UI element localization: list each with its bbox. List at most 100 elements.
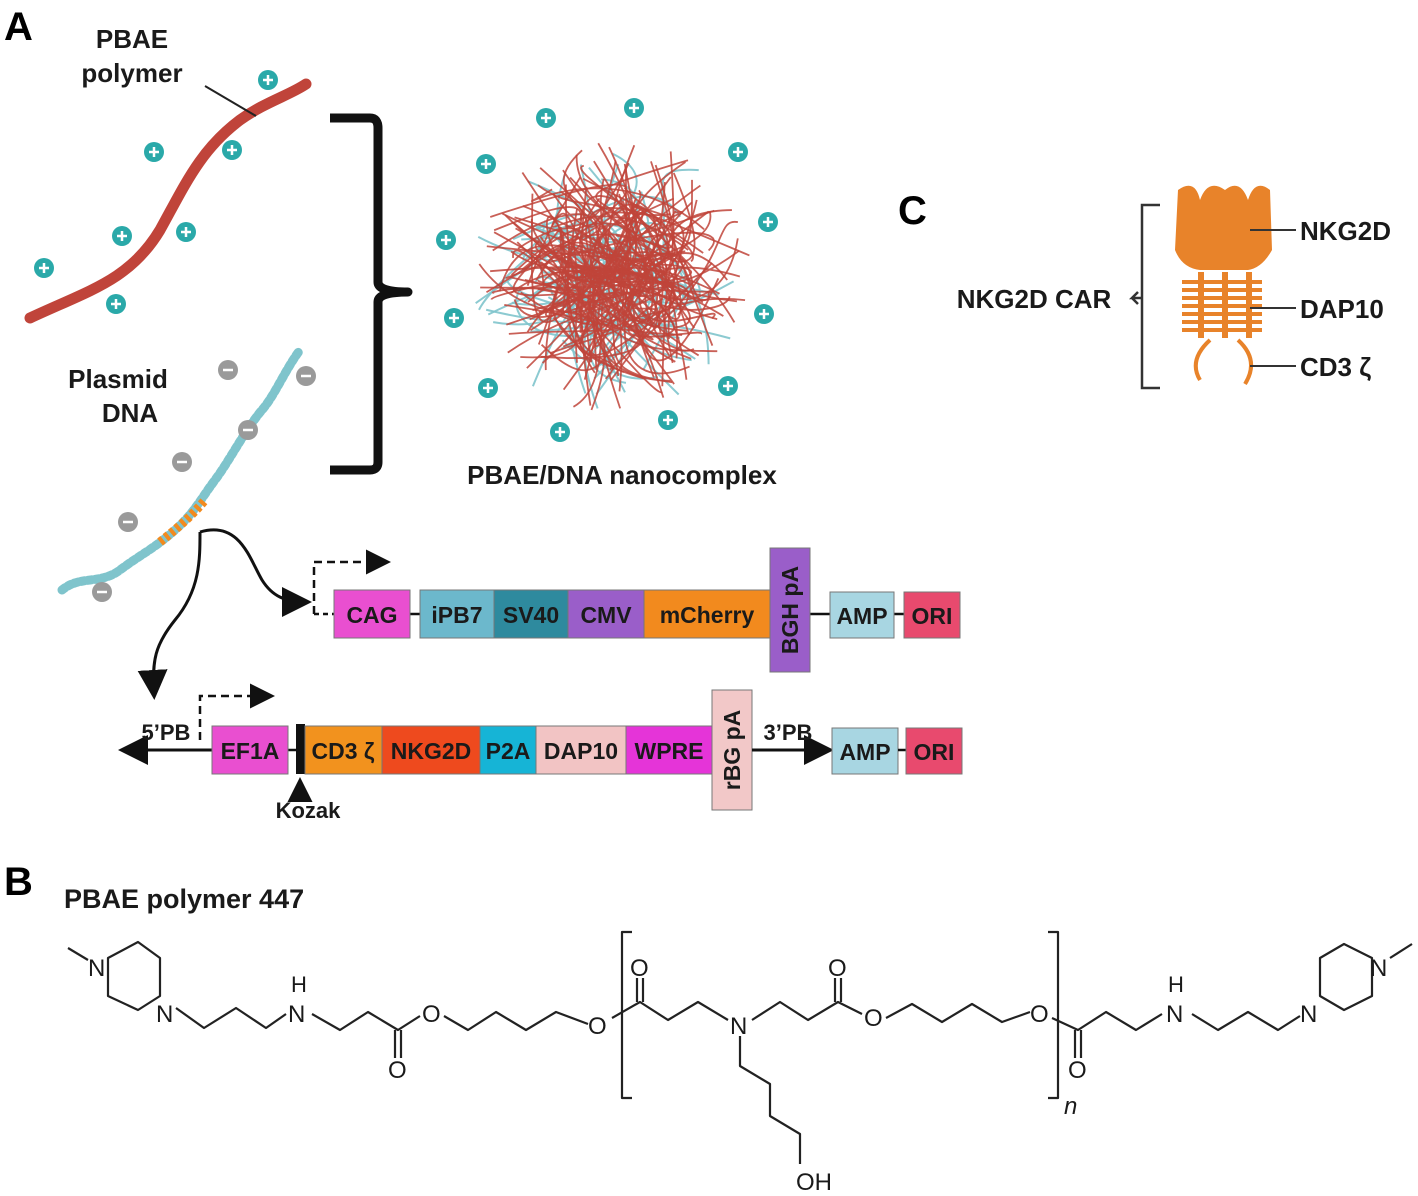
block-wpre: WPRE — [625, 725, 713, 775]
polymer-label-line2: polymer — [81, 58, 182, 88]
positive-charge-icon — [478, 378, 498, 398]
block-ipb7-label: iPB7 — [431, 602, 482, 628]
negative-charge-icon — [92, 582, 112, 602]
panel-c-letter: C — [898, 189, 927, 233]
bond-methyl-left — [67, 947, 89, 961]
plasmid-dna-helix — [57, 345, 305, 595]
polymer-strand-path — [565, 163, 630, 228]
positive-charge-icon — [176, 222, 196, 242]
block-cmv: CMV — [567, 589, 645, 639]
construct2: 5’PB Kozak EF1A CD3 ζ NKG2D P2A DAP10 WP… — [118, 683, 963, 823]
plasmid-label-line1: Plasmid — [68, 364, 168, 394]
nanocomplex-label: PBAE/DNA nanocomplex — [467, 460, 777, 490]
block-amp-1-label: AMP — [836, 603, 887, 629]
atom-o-3: O — [588, 1013, 607, 1040]
dap10-stalk — [1198, 272, 1204, 338]
nkg2d-domain-shape — [1175, 185, 1272, 270]
negative-charge-group — [92, 360, 316, 602]
atom-n-2: N — [156, 1001, 173, 1028]
positive-charge-icon — [222, 140, 242, 160]
block-nkg2d: NKG2D — [381, 725, 481, 775]
polymer-strand-path — [628, 179, 693, 287]
block-sv40-label: SV40 — [503, 602, 559, 628]
polymer-strand-path — [568, 262, 713, 357]
atom-h-2: H — [1168, 972, 1184, 997]
negative-charge-icon — [296, 366, 316, 386]
block-cd3z-label: CD3 ζ — [312, 738, 375, 764]
block-ipb7: iPB7 — [419, 589, 495, 639]
block-sv40: SV40 — [493, 589, 569, 639]
block-amp-2: AMP — [831, 727, 899, 775]
repeat-bracket-left — [620, 930, 632, 1100]
polymer-strand-path — [492, 193, 597, 252]
polymer-strand-path — [638, 220, 739, 344]
panel-b-title: PBAE polymer 447 — [64, 884, 304, 914]
piperazine-ring-right — [1318, 942, 1374, 1012]
polymer-strand-path — [630, 261, 687, 311]
chain-left-ester — [311, 1010, 421, 1032]
dap10-stalk — [1246, 272, 1252, 338]
polymer-label-pointer — [204, 85, 257, 117]
block-ef1a: EF1A — [211, 725, 289, 775]
plasmid-insert-segment — [157, 497, 209, 546]
block-cag: CAG — [333, 589, 411, 639]
polymer-strand-path — [537, 261, 654, 341]
atom-o-5: O — [828, 955, 847, 982]
positive-charge-icon — [112, 226, 132, 246]
chain-repeat-3 — [885, 1002, 1031, 1024]
positive-charge-group — [34, 70, 278, 314]
atom-n-3: N — [288, 1001, 305, 1028]
polymer-strand-path — [595, 211, 671, 325]
polymer-strand-path — [530, 187, 705, 230]
block-wpre-label: WPRE — [635, 738, 704, 764]
block-ori-2-label: ORI — [914, 739, 955, 765]
positive-charge-icon — [536, 108, 556, 128]
pbae-structure: N N H N O O O O N O O O O n H N N N OH — [67, 930, 1413, 1196]
atom-o-8: O — [1068, 1057, 1087, 1084]
dap10-stalk — [1222, 272, 1228, 338]
chain-right-amine — [1191, 1010, 1301, 1032]
block-bgh-pa-label: BGH pA — [777, 566, 803, 654]
atom-n-7: N — [1370, 955, 1387, 982]
arrow-to-construct2 — [137, 531, 202, 700]
side-chain-hydroxybutyl — [738, 1036, 802, 1164]
atom-n-6: N — [1300, 1001, 1317, 1028]
polymer-strand-path — [612, 249, 675, 324]
atom-o-2: O — [422, 1001, 441, 1028]
polymer-strand-path — [540, 287, 644, 371]
car-label: NKG2D CAR — [957, 284, 1112, 314]
polymer-strand-path — [582, 223, 692, 360]
construct1-promoter-arrow — [312, 549, 391, 614]
block-bgh-pa: BGH pA — [769, 547, 811, 673]
block-mcherry-label: mCherry — [660, 602, 755, 628]
block-dap10: DAP10 — [535, 725, 627, 775]
polymer-strand-path — [636, 259, 731, 311]
block-ori-1-label: ORI — [912, 603, 953, 629]
positive-charge-icon — [624, 98, 644, 118]
kozak-bar — [296, 724, 305, 774]
repeat-n-label: n — [1064, 1093, 1077, 1120]
polymer-strand-path — [597, 211, 712, 262]
car-bracket-pointer — [1128, 291, 1142, 305]
positive-charge-icon — [728, 142, 748, 162]
block-ori-1: ORI — [903, 591, 961, 639]
block-nkg2d-label: NKG2D — [391, 738, 472, 764]
atom-o-1: O — [388, 1057, 407, 1084]
polymer-strand-path — [625, 218, 710, 301]
polymer-strand-path — [512, 249, 664, 393]
construct1: CAG iPB7 SV40 CMV mCherry BGH pA AMP OR — [312, 547, 961, 673]
polymer-strand-path — [561, 264, 676, 363]
positive-charge-icon — [258, 70, 278, 90]
block-rbg-pa-label: rBG pA — [719, 710, 745, 791]
repeat-bracket-right — [1048, 930, 1060, 1100]
block-amp-1: AMP — [829, 591, 895, 639]
block-mcherry: mCherry — [643, 589, 771, 639]
construct2-promoter-arrow — [198, 683, 275, 740]
block-p2a: P2A — [479, 725, 537, 775]
chain-butyl-left — [443, 1010, 589, 1032]
positive-charge-icon — [106, 294, 126, 314]
block-amp-2-label: AMP — [839, 739, 890, 765]
negative-charge-icon — [218, 360, 238, 380]
polymer-strand-path — [620, 211, 700, 357]
